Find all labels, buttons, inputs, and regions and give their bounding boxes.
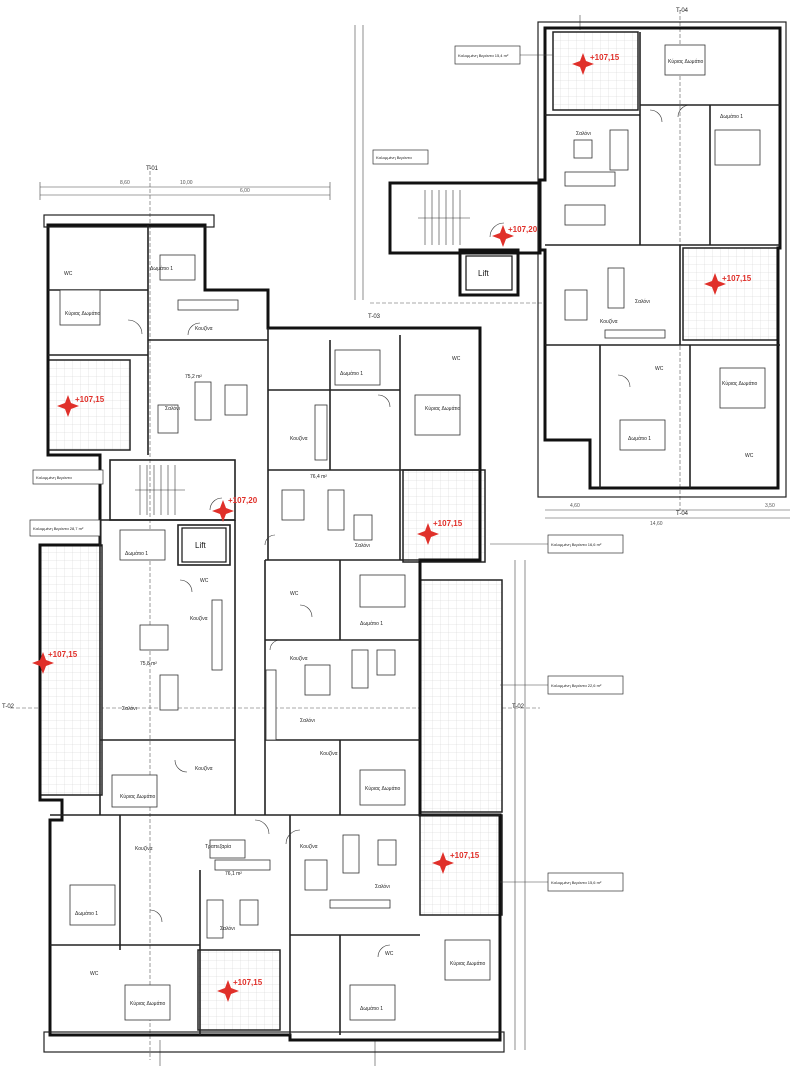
callout-leaders: [490, 54, 553, 883]
room-label: 75,2 m²: [185, 374, 202, 380]
terraces: [39, 31, 779, 1031]
room-label: Σαλόνι: [122, 705, 137, 712]
room-label: Δωμάτιο 1: [628, 435, 651, 442]
stair-note-left-2: Καλυμμένη Βεράντα 28,7 m²: [33, 526, 84, 531]
room-label: 76,1 m²: [225, 871, 242, 877]
room-label: WC: [385, 951, 394, 957]
room-label: Κουζίνα: [135, 846, 153, 852]
room-label: Κύριας Δωμάτιο: [130, 1000, 166, 1007]
room-label: Δωμάτιο 1: [720, 113, 743, 120]
room-label: WC: [90, 971, 99, 977]
dim-top-1: 8,60: [120, 180, 130, 186]
room-label: Κύριας Δωμάτιο: [668, 58, 704, 65]
room-label: Σαλόνι: [220, 925, 235, 932]
elevation-label: +107,15: [590, 53, 620, 62]
room-label: Κουζίνα: [195, 326, 213, 332]
room-label: Κύριας Δωμάτιο: [450, 960, 486, 967]
elevation-label: +107,15: [433, 519, 463, 528]
room-label: Κουζίνα: [290, 436, 308, 442]
elevation-label: +107,15: [233, 978, 263, 987]
room-label: Κύριας Δωμάτιο: [425, 405, 461, 412]
section-label-t04-bottom: T-04: [676, 511, 689, 517]
room-label: WC: [290, 591, 299, 597]
room-label: Κουζίνα: [290, 656, 308, 662]
room-label: Κουζίνα: [190, 616, 208, 622]
room-label: Δωμάτιο 1: [150, 265, 173, 272]
room-label: Σαλόνι: [300, 717, 315, 724]
room-label: Κουζίνα: [320, 751, 338, 757]
room-label: Σαλόνι: [165, 405, 180, 412]
dim-right-1: 4,60: [570, 503, 580, 509]
room-label: WC: [200, 578, 209, 584]
dimension-lines: [39, 15, 790, 1066]
callout-terrace-2: Καλυμμένη Βεράντα 16,6 m²: [551, 542, 602, 547]
room-label: Δωμάτιο 1: [340, 370, 363, 377]
dim-right-3: 3,50: [765, 503, 775, 509]
section-label-t01: T-01: [146, 166, 159, 172]
stair-treads: [135, 190, 470, 515]
room-label: Σαλόνι: [375, 883, 390, 890]
room-label: 76,4 m²: [310, 474, 327, 480]
room-label: Δωμάτιο 1: [360, 1005, 383, 1012]
stair-note-top: Καλυμμένη Βεράντα: [376, 155, 412, 160]
room-label: WC: [64, 271, 73, 277]
room-label: WC: [745, 453, 754, 459]
room-label: Κύριας Δωμάτιο: [722, 380, 758, 387]
room-label: Τραπεζαρία: [205, 844, 231, 850]
room-label: WC: [655, 366, 664, 372]
room-label: Σαλόνι: [635, 298, 650, 305]
callout-terrace-3: Καλυμμένη Βεράντα 22,6 m²: [551, 683, 602, 688]
room-label: Κουζίνα: [195, 766, 213, 772]
section-label-t03: T-03: [368, 314, 381, 320]
room-label: Κουζίνα: [600, 319, 618, 325]
room-label: 75,8 m²: [140, 661, 157, 667]
room-label: Κύριας Δωμάτιο: [65, 310, 101, 317]
room-label: Σαλόνι: [576, 130, 591, 137]
callout-terrace-1: Καλυμμένη Βεράντα 15,4 m²: [458, 53, 509, 58]
room-labels: Σαλόνι Κύριας Δωμάτιο Δωμάτιο 1 Κουζίνα …: [64, 58, 758, 1012]
callout-boxes: [29, 45, 624, 892]
section-label-t04-top: T-04: [676, 8, 689, 14]
elevation-markers: [32, 53, 726, 1002]
dim-right-2: 14,60: [650, 521, 663, 527]
room-label: Κύριας Δωμάτιο: [365, 785, 401, 792]
section-label-t02-left: T-02: [2, 704, 15, 710]
room-label: Δωμάτιο 1: [360, 620, 383, 627]
room-label: Δωμάτιο 1: [125, 550, 148, 557]
dim-top-3: 6,00: [240, 188, 250, 194]
room-label: Σαλόνι: [355, 542, 370, 549]
room-label: WC: [452, 356, 461, 362]
lift-shafts: [181, 255, 513, 563]
furniture: [59, 44, 766, 1021]
building-walls: [38, 21, 787, 1053]
room-label: Κουζίνα: [300, 844, 318, 850]
callout-terrace-4: Καλυμμένη Βεράντα 15,6 m²: [551, 880, 602, 885]
room-label: Δωμάτιο 1: [75, 910, 98, 917]
interior-partitions: [48, 32, 780, 1035]
section-label-t02-right: T-02: [512, 704, 525, 710]
elevation-label: +107,15: [75, 395, 105, 404]
dim-top-2: 10,00: [180, 180, 193, 186]
elevation-label: +107,15: [450, 851, 480, 860]
room-label: Κύριας Δωμάτιο: [120, 793, 156, 800]
elevation-label: +107,20: [228, 496, 258, 505]
lift-label-left: Lift: [195, 541, 206, 550]
elevation-label: +107,15: [722, 274, 752, 283]
door-swings: [127, 104, 691, 958]
elevation-label: +107,20: [508, 225, 538, 234]
lift-label-top: Lift: [478, 269, 489, 278]
stair-note-left: Καλυμμένη Βεράντα: [36, 475, 72, 480]
elevation-label: +107,15: [48, 650, 78, 659]
